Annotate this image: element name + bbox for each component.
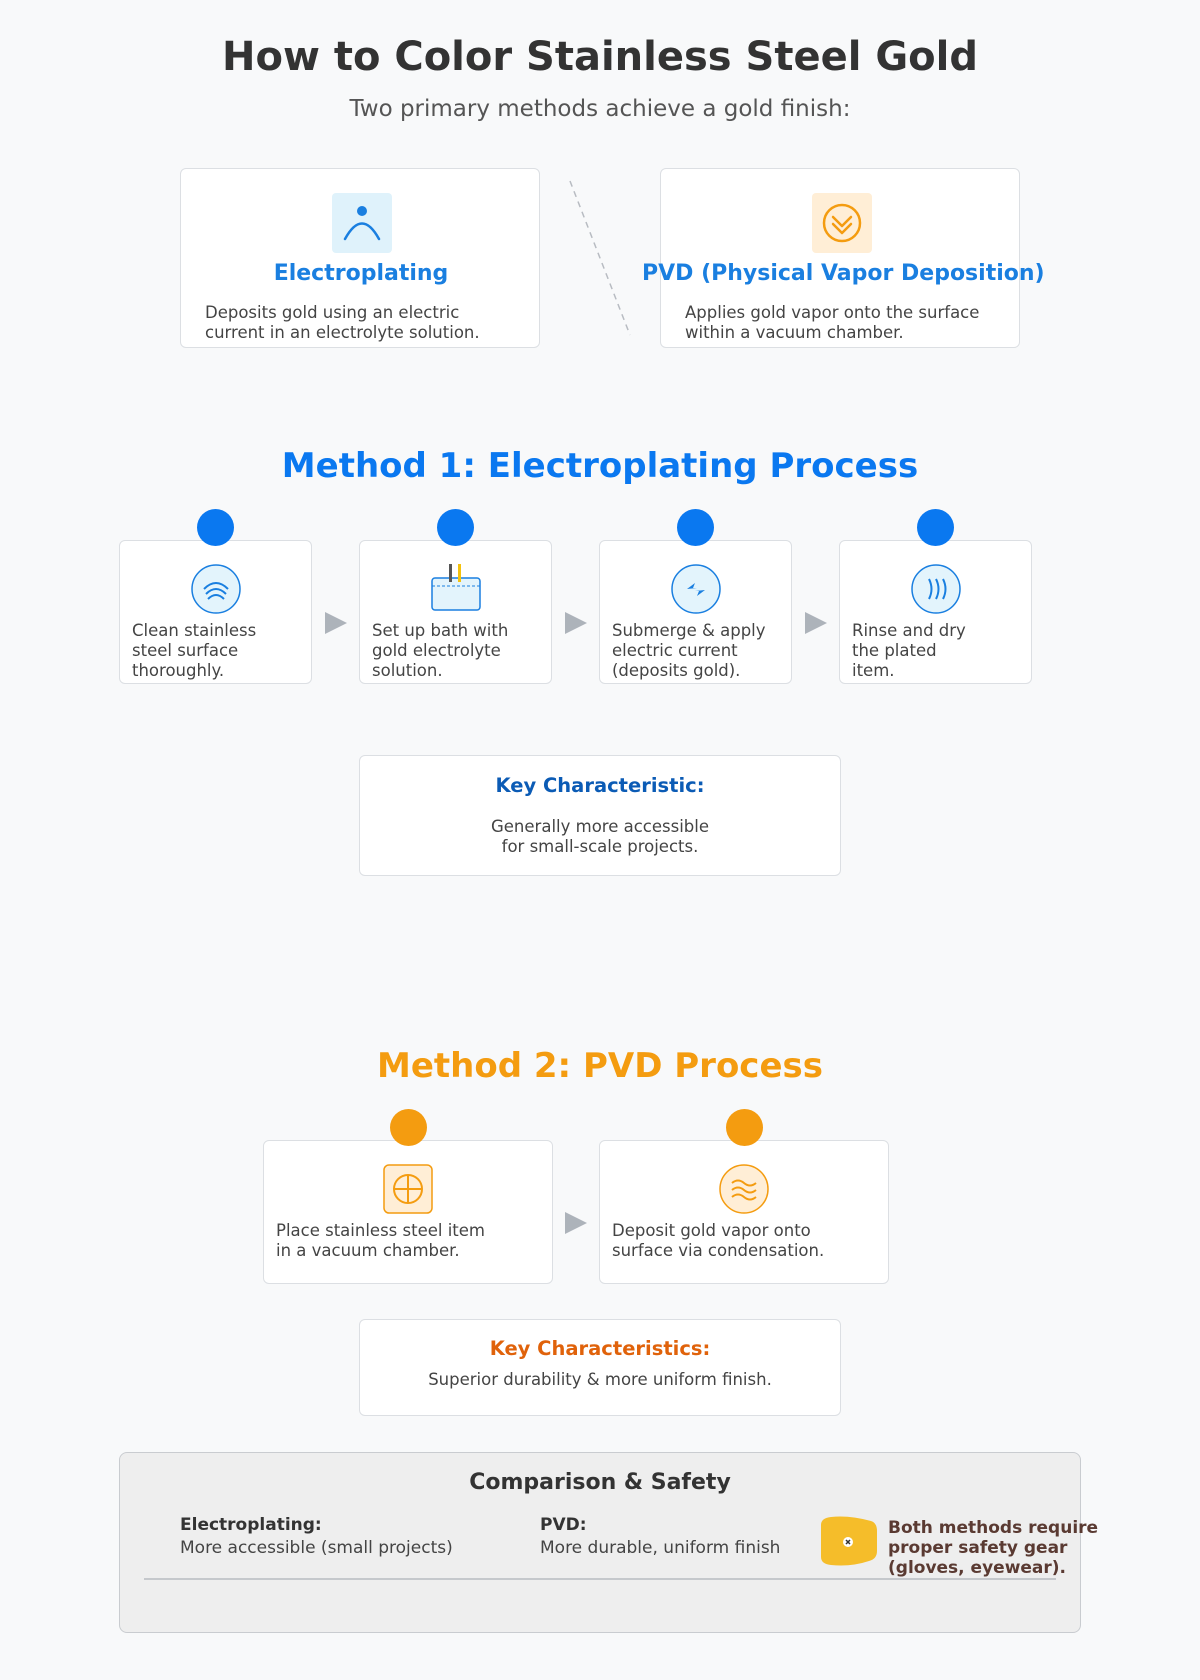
comparison-title: Comparison & Safety [469,1470,731,1495]
clean-waves-icon [191,564,241,618]
divider [144,1578,1056,1580]
arrow-right-icon [805,612,827,634]
step-marker [437,509,474,546]
drying-waves-icon [911,564,961,618]
key-text: Generally more accessible for small-scal… [491,817,709,856]
arrow-right-icon [565,612,587,634]
comparison-panel: Comparison & Safety Electroplating: More… [119,1452,1081,1633]
step-text: Rinse and dry the plated item. [852,621,966,680]
electroplating-comparison-text: More accessible (small projects) [180,1538,453,1558]
step-text: Set up bath with gold electrolyte soluti… [372,621,509,680]
step-marker [677,509,714,546]
method-description: Applies gold vapor onto the surface with… [685,303,980,342]
step-text: Deposit gold vapor onto surface via cond… [612,1221,825,1260]
pvd-label: PVD: [540,1515,587,1535]
method-description: Deposits gold using an electric current … [205,303,480,342]
step-marker [197,509,234,546]
electroplating-label: Electroplating: [180,1515,322,1535]
method-card-electroplating: Electroplating Deposits gold using an el… [180,168,540,348]
step-card: Place stainless steel item in a vacuum c… [263,1140,553,1284]
step-card: Set up bath with gold electrolyte soluti… [359,540,552,684]
page-title: How to Color Stainless Steel Gold [221,34,978,80]
step-card: Submerge & apply electric current (depos… [599,540,792,684]
key-title: Key Characteristics: [489,1337,711,1360]
section-heading-electroplating: Method 1: Electroplating Process [281,446,919,486]
step-marker [917,509,954,546]
step-marker [726,1109,763,1146]
step-marker [390,1109,427,1146]
step-card: Clean stainless steel surface thoroughly… [119,540,312,684]
step-text: Place stainless steel item in a vacuum c… [276,1221,485,1260]
vacuum-chamber-icon [383,1164,433,1218]
key-characteristics-box: Key Characteristics: Superior durability… [359,1319,841,1416]
safety-text: Both methods require proper safety gear … [888,1518,1099,1578]
arrow-right-icon [325,612,347,634]
step-text: Clean stainless steel surface thoroughly… [132,621,257,680]
vapor-waves-icon [719,1164,769,1218]
method-name: PVD (Physical Vapor Deposition) [642,261,1045,286]
key-characteristic-box: Key Characteristic: Generally more acces… [359,755,841,876]
chevron-badge-icon [812,193,872,253]
key-title: Key Characteristic: [495,774,705,797]
method-card-pvd: PVD (Physical Vapor Deposition) Applies … [642,168,1045,348]
dashed-divider [569,180,631,336]
bath-tank-icon [431,564,481,618]
pvd-comparison-text: More durable, uniform finish [540,1538,781,1558]
person-icon [332,193,392,253]
page-subtitle: Two primary methods achieve a gold finis… [349,96,851,122]
step-card: Rinse and dry the plated item. [839,540,1032,684]
current-arrows-icon [671,564,721,618]
safety-glove-icon [821,1516,877,1566]
step-card: Deposit gold vapor onto surface via cond… [599,1140,889,1284]
key-text: Superior durability & more uniform finis… [428,1370,772,1389]
arrow-right-icon [565,1212,587,1234]
section-heading-pvd: Method 2: PVD Process [376,1046,823,1086]
step-text: Submerge & apply electric current (depos… [612,621,766,680]
method-name: Electroplating [273,261,449,286]
